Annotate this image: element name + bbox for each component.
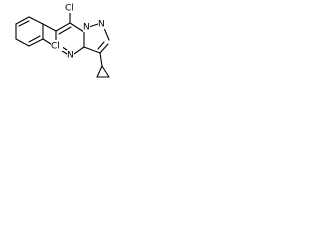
bond [99,43,109,54]
atom-label: Cl [65,4,74,14]
atom-label: N [83,23,90,33]
bond [83,46,101,54]
bond [55,22,71,32]
bond-to-phenyl [42,23,57,32]
bond-to-phenyl-chlorine [42,38,52,45]
atom-chlorine: Cl [65,2,77,14]
bond [18,20,30,27]
bond [96,65,103,78]
chlorophenyl-ring [15,16,44,47]
cyclopropyl-ring [96,65,110,78]
bond [58,26,72,35]
bond [88,23,99,28]
bond-to-cyclopropyl [99,52,103,67]
bond [73,46,85,55]
pyrazole-ring [83,23,110,54]
atom-label: Cl [51,42,60,52]
bond [97,41,105,50]
bond [15,16,30,25]
bond [69,22,85,33]
bond [28,16,44,25]
bond [103,27,110,41]
bond [101,65,110,78]
chemical-structure: Cl N N N Cl [15,2,110,78]
bond [28,35,41,43]
bond [28,38,44,47]
atom-nitrogen: N [67,50,74,61]
atom-nitrogen: N [83,22,90,33]
atom-chlorine: Cl [51,40,63,52]
atom-label: N [67,51,74,61]
atom-nitrogen: N [98,19,105,30]
bond [15,38,30,47]
atom-label: N [98,20,105,30]
